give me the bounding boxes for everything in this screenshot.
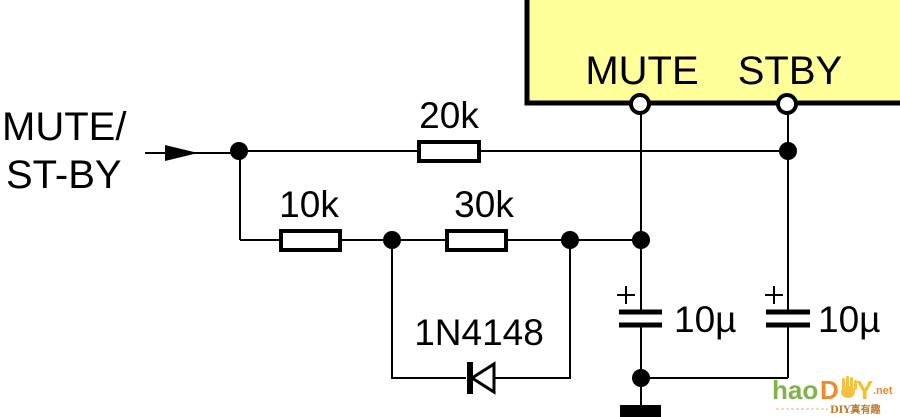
watermark-d: D [820, 375, 839, 405]
capacitor-mute [617, 286, 662, 328]
junction-dot [383, 231, 401, 249]
ic-pin-label-mute: MUTE [585, 49, 698, 93]
resistor-20k [417, 140, 481, 163]
watermark-logo: hao D Y .net DIY真有趣 [772, 375, 893, 416]
capacitor-mute-label: 10µ [674, 299, 736, 340]
watermark-suffix: .net [873, 385, 893, 397]
ground-icon [620, 405, 661, 417]
diode-1n4148 [466, 361, 500, 395]
capacitor-stby-label: 10µ [818, 299, 880, 340]
ic-pin-mute [629, 93, 651, 115]
input-label-line2: ST-BY [6, 153, 122, 197]
resistor-10k-label: 10k [279, 184, 339, 225]
diode-label: 1N4148 [414, 312, 544, 353]
input-label-line1: MUTE/ [2, 105, 127, 149]
junction-dot [561, 231, 579, 249]
watermark-tagline: DIY真有趣 [830, 403, 881, 416]
watermark-y: Y [856, 375, 873, 405]
ic-pin-stby [776, 93, 798, 115]
junction-dot [632, 231, 650, 249]
hand-icon [841, 376, 857, 398]
junction-dot [632, 369, 650, 387]
input-arrow-icon [165, 145, 198, 161]
junction-dot [230, 142, 248, 160]
resistor-10k [279, 229, 342, 252]
ic-body [524, 0, 900, 106]
capacitor-stby [765, 286, 810, 328]
resistor-30k-label: 30k [454, 184, 514, 225]
ic-block: MUTE STBY [524, 0, 900, 106]
resistor-20k-label: 20k [419, 95, 479, 136]
wire-diode-loop [391, 240, 571, 379]
ic-pin-label-stby: STBY [738, 49, 842, 93]
watermark-hao: hao [772, 375, 818, 405]
resistor-30k [445, 229, 508, 252]
junction-dot [779, 142, 797, 160]
